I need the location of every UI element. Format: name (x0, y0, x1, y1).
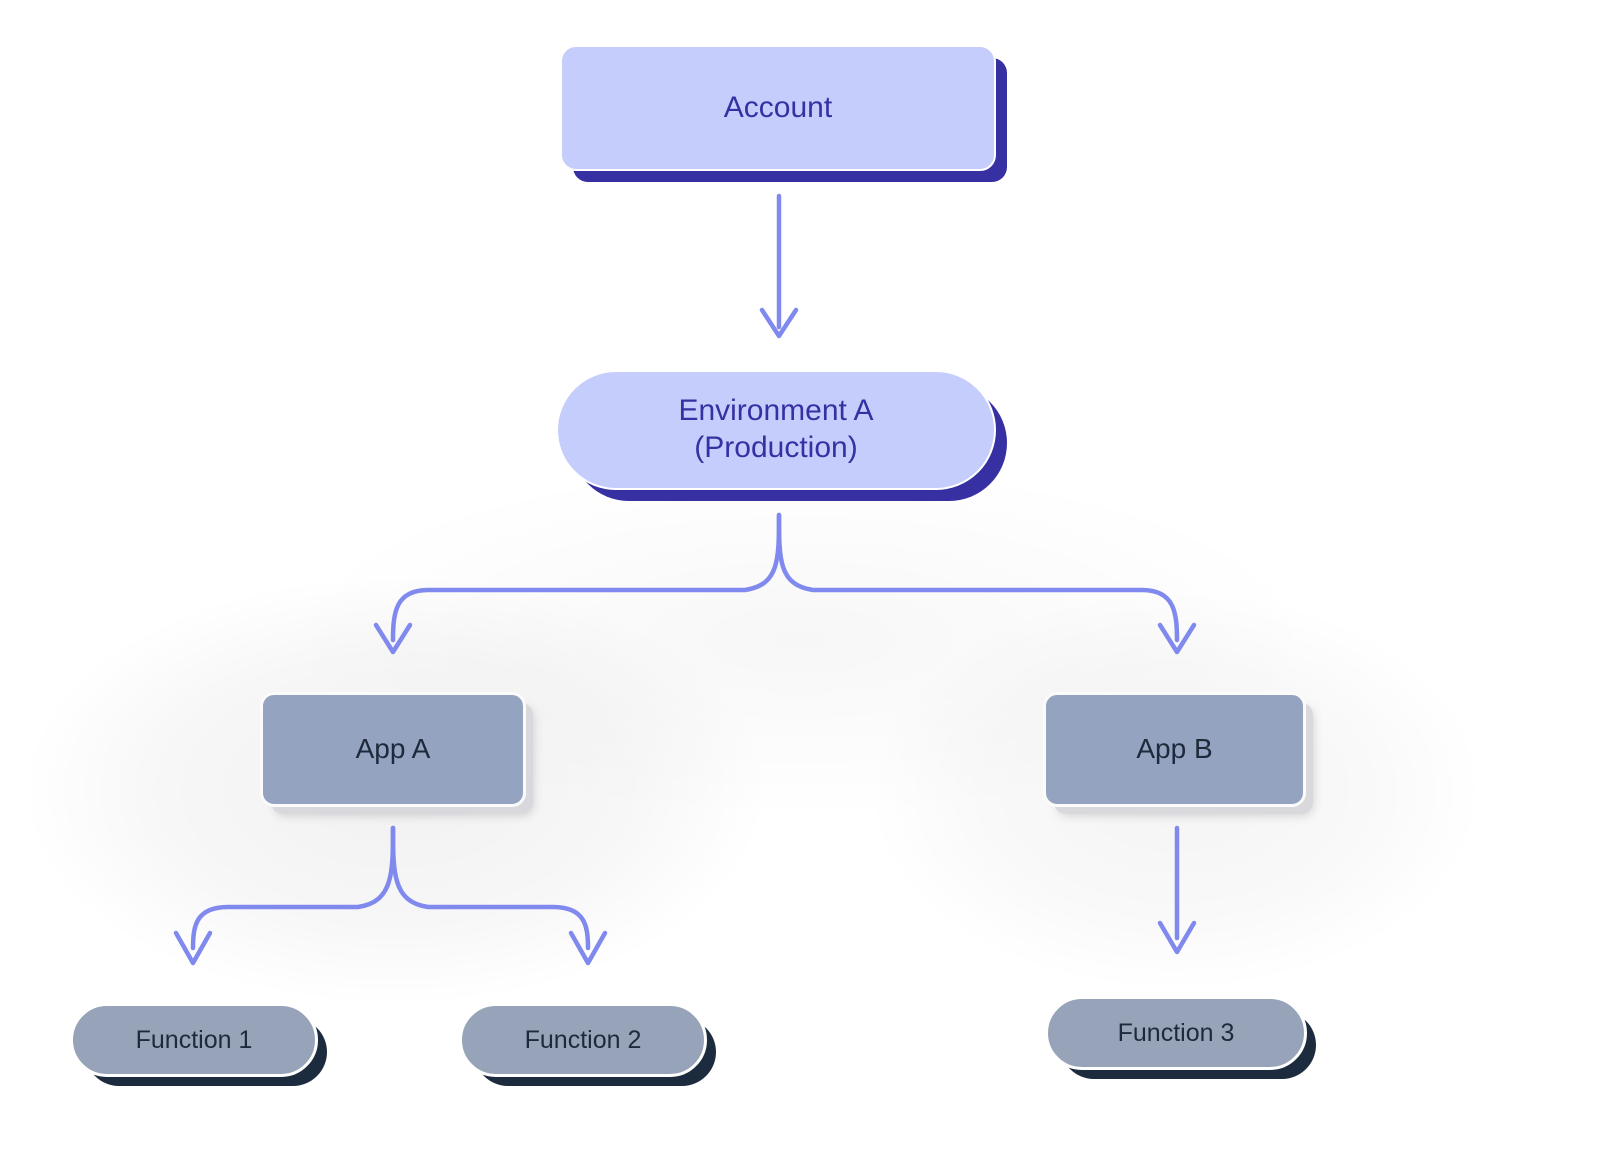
node-environment-a-label: Environment A (Production) (678, 394, 874, 464)
node-function-2[interactable]: Function 2 (459, 1003, 707, 1077)
edge-app-b-to-function-3 (1157, 825, 1197, 955)
node-environment-a[interactable]: Environment A (Production) (556, 370, 996, 490)
node-app-b[interactable]: App B (1043, 692, 1306, 807)
node-account-label: Account (723, 90, 833, 124)
edge-environment-to-app-b (776, 512, 1197, 655)
node-account[interactable]: Account (560, 45, 996, 171)
edge-app-a-to-function-2 (390, 825, 608, 966)
node-function-3[interactable]: Function 3 (1045, 996, 1307, 1070)
edge-environment-to-app-a (373, 512, 782, 655)
node-app-a-label: App A (355, 733, 431, 765)
node-function-1[interactable]: Function 1 (70, 1003, 318, 1077)
node-app-b-label: App B (1136, 733, 1213, 765)
node-function-3-label: Function 3 (1117, 1018, 1235, 1047)
edge-account-to-environment (759, 193, 799, 339)
node-function-1-label: Function 1 (135, 1025, 253, 1054)
node-function-2-label: Function 2 (524, 1025, 642, 1054)
edge-app-a-to-function-1 (173, 825, 396, 966)
node-app-a[interactable]: App A (260, 692, 526, 807)
